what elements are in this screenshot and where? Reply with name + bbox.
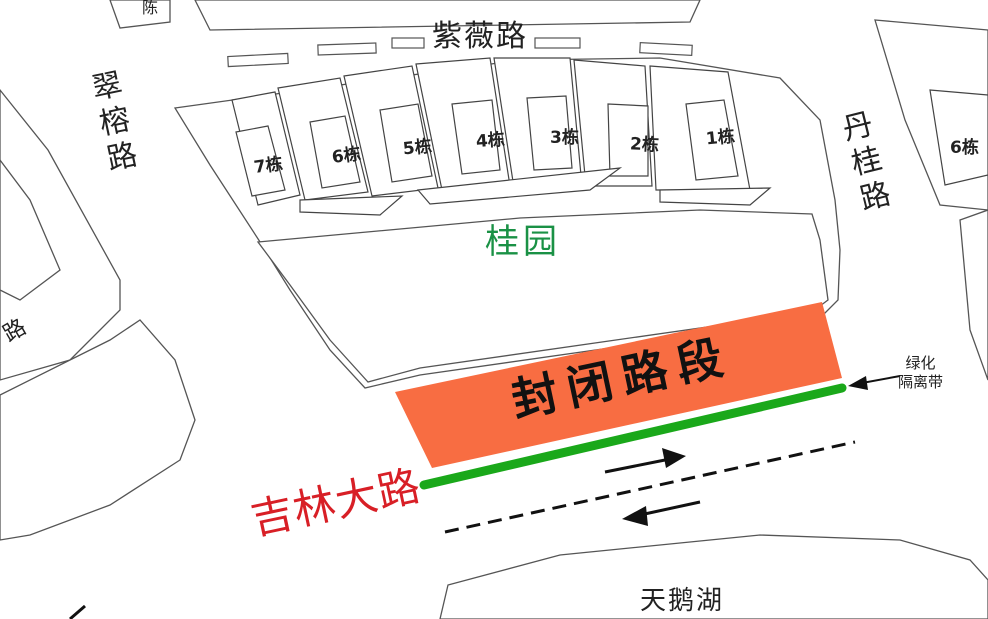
building-label: 1栋	[704, 126, 736, 150]
building-label: 4栋	[475, 130, 506, 152]
road-label-partial-top: 陈	[142, 0, 161, 17]
road-label-ziwei: 紫薇路	[432, 19, 528, 54]
building-row	[231, 57, 772, 216]
building-label: 2栋	[629, 134, 660, 156]
green-belt-line	[419, 383, 847, 490]
lake-block	[439, 534, 988, 619]
lake-label: 天鹅湖	[640, 586, 725, 616]
top-block	[194, 0, 701, 31]
left-block-inner	[0, 158, 61, 301]
green-belt-note-line2: 隔离带	[898, 373, 944, 391]
left-top-block	[109, 0, 171, 29]
note-pointer-icon	[848, 375, 901, 390]
building-label: 7栋	[252, 154, 285, 178]
right-building-label: 6栋	[950, 138, 979, 158]
lane-divider	[444, 440, 856, 534]
left-block	[0, 88, 121, 381]
green-belt-note: 绿化 隔离带	[898, 356, 943, 390]
ziwei-road-markings	[227, 37, 693, 68]
building-label: 6栋	[330, 144, 363, 168]
building-label: 3栋	[550, 128, 579, 148]
right-lower-block	[959, 209, 988, 381]
westbound-arrow-icon	[622, 500, 701, 526]
closed-road-section	[395, 302, 842, 468]
right-building	[929, 89, 988, 186]
edge-mark	[69, 604, 86, 619]
building-label: 5栋	[401, 136, 433, 160]
green-belt-note-line1: 绿化	[905, 354, 936, 372]
eastbound-arrow-icon	[604, 448, 686, 474]
left-lower-block	[0, 319, 196, 541]
district-label: 桂园	[485, 222, 561, 262]
